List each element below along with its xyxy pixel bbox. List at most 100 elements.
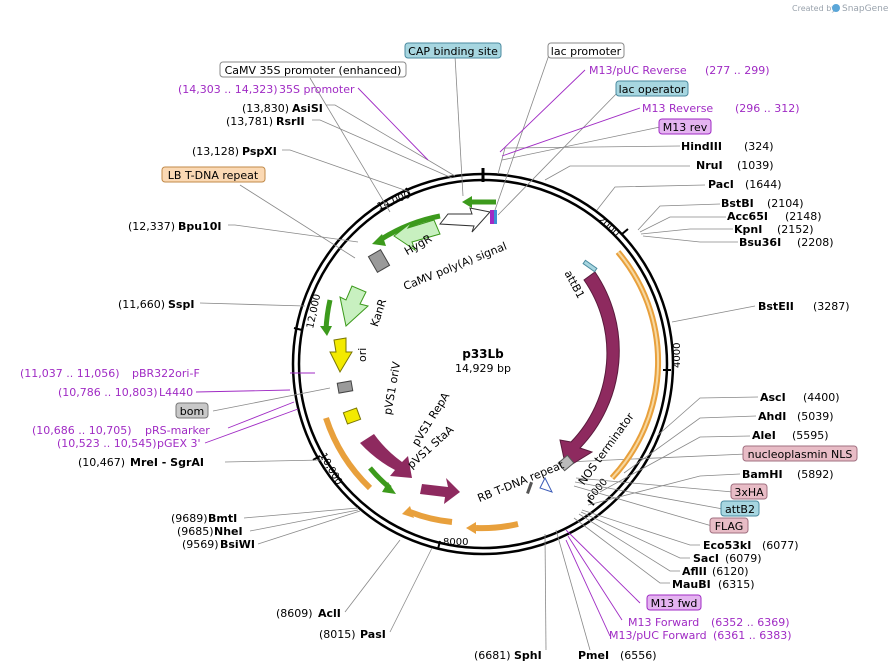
site-brui[interactable]: NruI	[696, 159, 723, 172]
box-lac-promoter[interactable]: lac promoter	[547, 42, 625, 59]
site-sspi[interactable]: SspI	[168, 298, 194, 311]
site-bsu36i[interactable]: Bsu36I	[739, 236, 781, 249]
leader-bsiwi	[257, 510, 361, 545]
leader-hindiii	[497, 145, 681, 175]
box-lac-operator[interactable]: lac operator	[615, 80, 689, 97]
primer-m13-puc-rev-name[interactable]: M13/pUC Reverse	[589, 64, 687, 77]
site-bmti-pos: (9689)	[171, 512, 208, 525]
site-sphi[interactable]: SphI	[514, 649, 542, 662]
pvs1-repa-feature[interactable]	[360, 434, 412, 478]
primer-m13-puc-forward-name[interactable]: M13/pUC Forward	[609, 629, 707, 642]
primer-m13-forward-range: (6352 .. 6369)	[711, 616, 790, 629]
site-rsrii-pos: (13,781)	[226, 115, 273, 128]
leader-paci	[596, 184, 706, 211]
site-asisi-pos: (13,830)	[242, 102, 289, 115]
ori-feature[interactable]	[329, 337, 353, 374]
leader-m13-puc-rev	[499, 69, 586, 153]
primer-prs-name[interactable]: pRS-marker	[145, 424, 210, 437]
site-kpni[interactable]: KpnI	[734, 223, 762, 236]
orange-arrowhead-2	[402, 506, 414, 518]
box-flag-bg	[709, 517, 749, 534]
site-maubi[interactable]: MauBI	[672, 578, 711, 591]
site-bpu10i[interactable]: Bpu10I	[178, 220, 222, 233]
box-camv-enh[interactable]: CaMV 35S promoter (enhanced)	[219, 61, 407, 78]
box-lb-tdna-bg	[161, 166, 266, 183]
box-m13-rev[interactable]: M13 rev	[658, 118, 712, 135]
site-saci[interactable]: SacI	[693, 552, 719, 565]
primer-m13-reverse-name[interactable]: M13 Reverse	[642, 102, 713, 115]
site-nhei[interactable]: NheI	[214, 525, 243, 538]
box-bom[interactable]: bom	[175, 402, 209, 419]
plasmid-name: p33Lb	[462, 347, 504, 361]
primer-pgex-range: (10,523 .. 10,545)	[57, 437, 157, 450]
primer-l4440-range: (10,786 .. 10,803)	[58, 386, 158, 399]
primer-m13-puc-rev-range: (277 .. 299)	[705, 64, 770, 77]
site-nhei-pos: (9685)	[177, 525, 214, 538]
site-eco53ki[interactable]: Eco53kI	[703, 539, 751, 552]
site-rsrii[interactable]: RsrII	[276, 115, 305, 128]
site-ahdi[interactable]: AhdI	[758, 410, 786, 423]
leader-m13-puc-forward	[565, 539, 611, 637]
primer-pbr322-name[interactable]: pBR322ori-F	[132, 367, 200, 380]
site-alei[interactable]: AleI	[752, 429, 776, 442]
site-bamhi-pos: (5892)	[797, 468, 834, 481]
site-aflii[interactable]: AflII	[682, 565, 707, 578]
camv-polya-feature[interactable]	[439, 207, 491, 233]
site-bsiwi[interactable]: BsiWI	[220, 538, 255, 551]
primer-pgex-name[interactable]: pGEX 3'	[157, 437, 201, 450]
box-m13-fwd[interactable]: M13 fwd	[646, 594, 702, 611]
box-m13-rev-bg	[658, 118, 712, 135]
site-paci-pos: (1644)	[745, 178, 782, 191]
site-asci[interactable]: AscI	[760, 391, 786, 404]
box-attb2[interactable]: attB2	[720, 500, 760, 517]
box-lb-tdna[interactable]: LB T-DNA repeat	[161, 166, 266, 183]
site-bamhi[interactable]: BamHI	[742, 468, 783, 481]
kanr-feature[interactable]	[339, 285, 370, 327]
leader-cap	[454, 55, 464, 197]
site-bmti[interactable]: BmtI	[208, 512, 237, 525]
site-brui-pos: (1039)	[737, 159, 774, 172]
primer-35s-name[interactable]: 35S promoter	[279, 83, 355, 96]
pvs1-oriv-block	[342, 407, 362, 425]
site-aflii-pos: (6120)	[712, 565, 749, 578]
box-3xha[interactable]: 3xHA	[730, 483, 768, 500]
tick-label-8000: 8000	[443, 537, 468, 548]
site-mrei[interactable]: MreI - SgrAI	[130, 456, 204, 469]
feature-label-pvs1-oriv: pVS1 oriV	[381, 360, 403, 416]
site-acc65i[interactable]: Acc65I	[727, 210, 768, 223]
box-flag[interactable]: FLAG	[709, 517, 749, 534]
attb1-marker	[582, 259, 598, 273]
site-hindiii[interactable]: HindIII	[681, 140, 722, 153]
box-nls[interactable]: nucleoplasmin NLS	[742, 445, 858, 462]
site-asisi[interactable]: AsiSI	[292, 102, 323, 115]
site-ahdi-pos: (5039)	[797, 410, 834, 423]
site-pmei[interactable]: PmeI	[578, 649, 609, 662]
site-pspxi[interactable]: PspXI	[242, 145, 277, 158]
site-eco53ki-pos: (6077)	[762, 539, 799, 552]
primer-l4440-name[interactable]: L4440	[159, 386, 193, 399]
site-asci-pos: (4400)	[803, 391, 840, 404]
hygr-feature[interactable]	[393, 219, 441, 252]
box-cap[interactable]: CAP binding site	[404, 42, 502, 59]
box-lac-operator-label: lac operator	[619, 83, 686, 96]
primer-m13-forward-name[interactable]: M13 Forward	[628, 616, 699, 629]
box-bom-label: bom	[180, 405, 204, 418]
leader-pgex	[204, 408, 299, 444]
green-arrowhead-top	[372, 234, 386, 246]
site-bsteii[interactable]: BstEII	[758, 300, 794, 313]
box-attb2-label: attB2	[725, 503, 755, 516]
site-pmei-pos: (6556)	[620, 649, 657, 662]
brand-name: SnapGene	[842, 4, 889, 14]
site-pasi[interactable]: PasI	[360, 628, 386, 641]
site-acli[interactable]: AclI	[318, 607, 341, 620]
tick-label-14000: 14,000	[376, 190, 413, 213]
leader-nls	[565, 452, 769, 463]
site-alei-pos: (5595)	[792, 429, 829, 442]
leader-saci	[580, 511, 690, 559]
rb-tdna-marker	[526, 481, 533, 494]
site-paci[interactable]: PacI	[708, 178, 734, 191]
site-bstbi[interactable]: BstBI	[721, 197, 754, 210]
leader-acli	[344, 539, 401, 613]
site-kpni-pos: (2152)	[777, 223, 814, 236]
pvs1-staa-feature[interactable]	[420, 478, 460, 504]
